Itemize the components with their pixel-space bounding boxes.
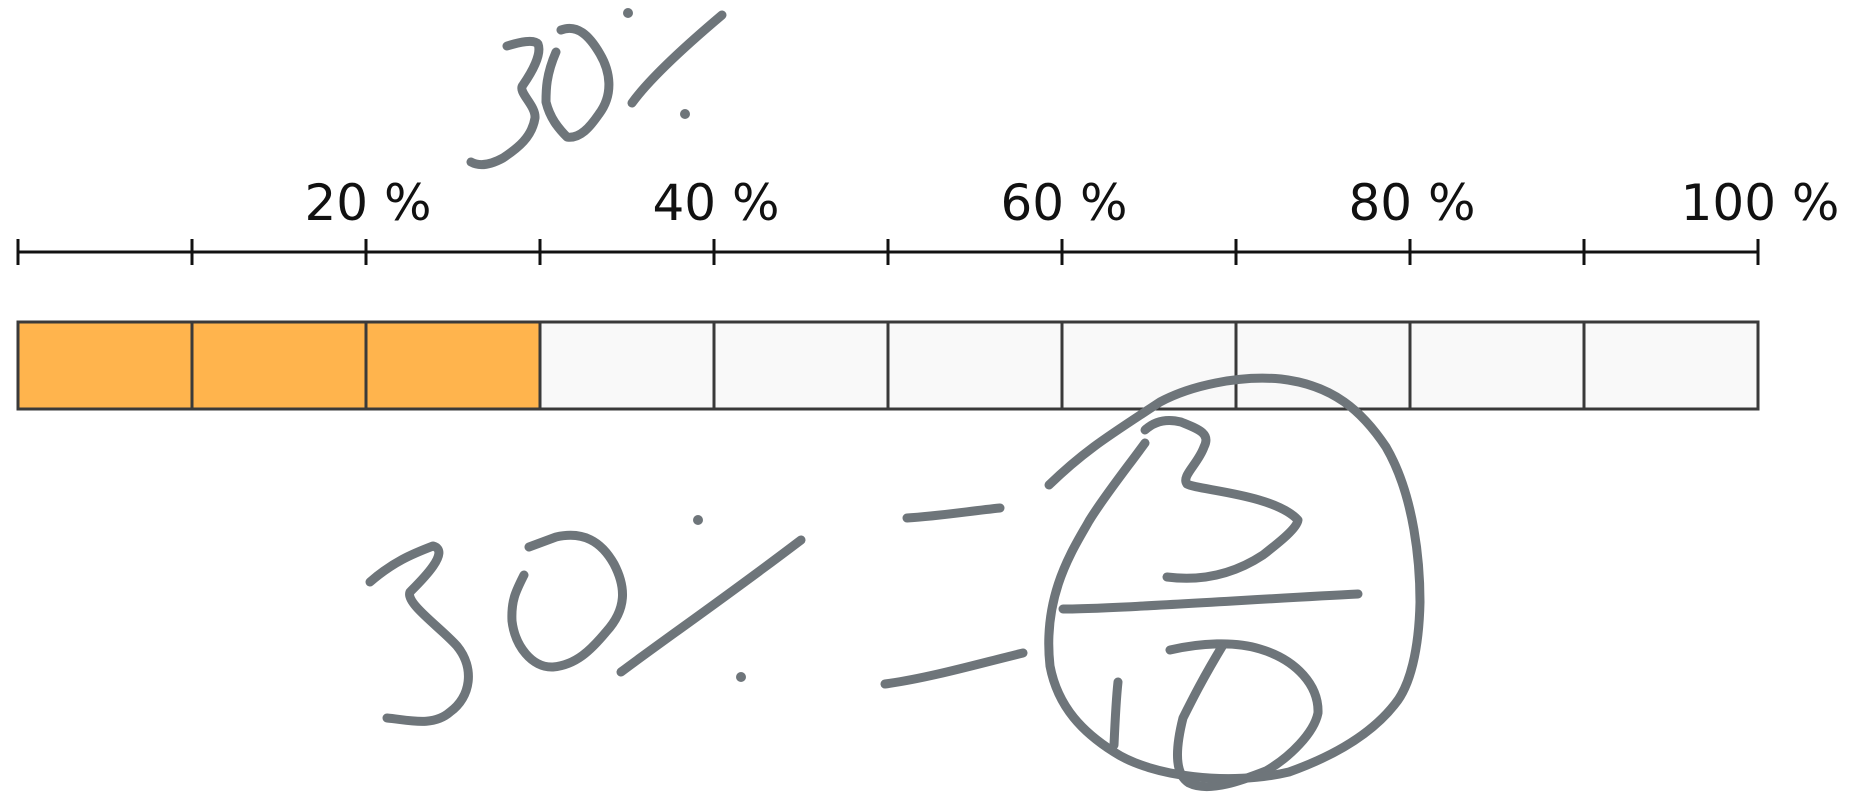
number-line-ticks: [16, 239, 1760, 265]
bar-segment-empty: [1582, 320, 1760, 411]
tick-label-60: 60 %: [1000, 174, 1127, 232]
bar-segment-shaded: [364, 320, 542, 411]
percent-bar: [16, 320, 1760, 411]
bar-segment-shaded: [190, 320, 368, 411]
tick-label-100: 100 %: [1681, 174, 1840, 232]
handwriting-top-30-percent: [466, 8, 727, 170]
bar-segment-empty: [712, 320, 890, 411]
bar-segment-empty: [1234, 320, 1412, 411]
bar-segment-empty: [1060, 320, 1238, 411]
bar-segment-empty: [1408, 320, 1586, 411]
tick-label-20: 20 %: [304, 174, 431, 232]
number-line: [16, 239, 1760, 265]
handwriting-equals-sign: [880, 503, 1028, 689]
bar-segment-empty: [538, 320, 716, 411]
bar-segment-shaded: [16, 320, 194, 411]
number-line-labels: 20 % 40 % 60 % 80 % 100 %: [304, 174, 1839, 232]
handwriting-bottom-30-percent: [365, 515, 806, 726]
tick-label-80: 80 %: [1348, 174, 1475, 232]
bar-segment-empty: [886, 320, 1064, 411]
tick-label-40: 40 %: [652, 174, 779, 232]
handwriting-fraction-3-10: [1044, 373, 1425, 792]
